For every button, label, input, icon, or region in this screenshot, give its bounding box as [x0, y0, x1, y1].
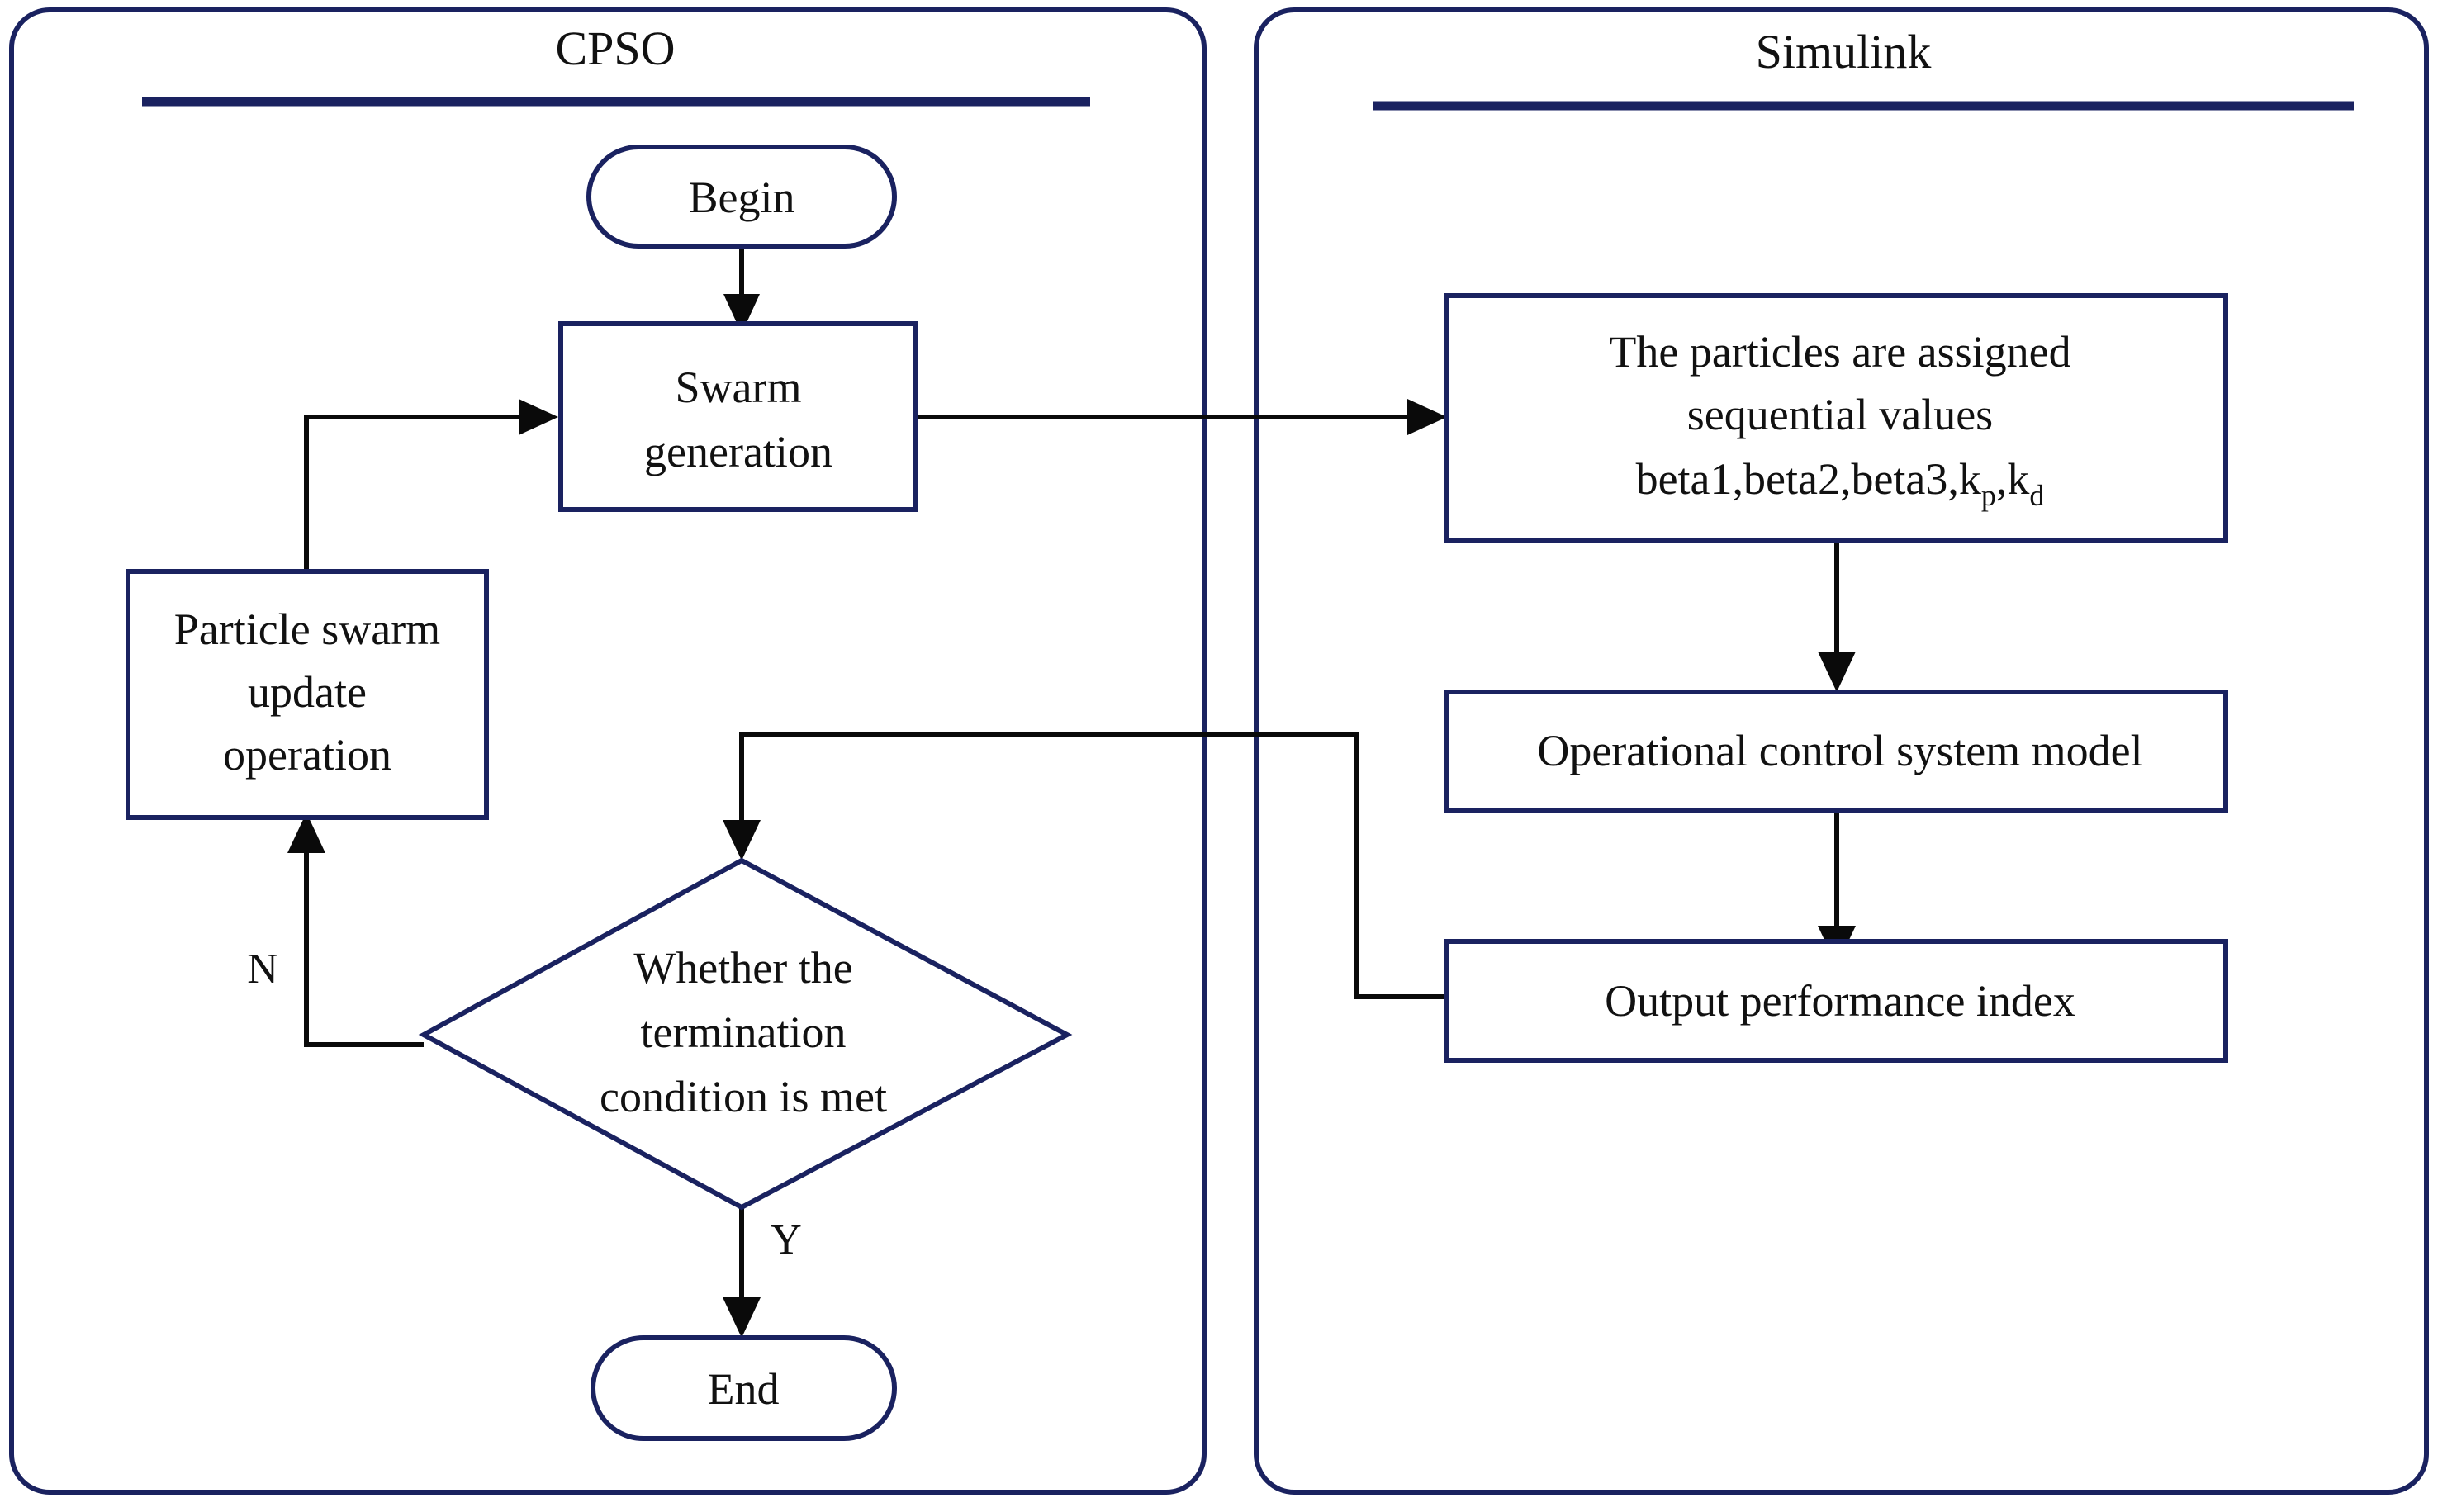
node-begin[interactable]: Begin — [586, 145, 897, 249]
node-output-index[interactable]: Output performance index — [1444, 939, 2228, 1063]
panel-cpso-title: CPSO — [555, 21, 675, 75]
node-output-index-shape[interactable] — [1444, 939, 2228, 1063]
node-assign-values-shape[interactable] — [1444, 293, 2228, 543]
node-assign-values-sub-d: d — [2029, 479, 2044, 512]
node-assign-values-sub-p: p — [1981, 479, 1996, 512]
node-particle-update-label-line3: operation — [223, 730, 391, 780]
node-assign-values-comma-k: ,k — [1996, 454, 2030, 504]
node-swarm-generation-label-line2: generation — [644, 427, 832, 476]
node-end-label: End — [708, 1364, 780, 1414]
node-output-index-label: Output performance index — [1605, 976, 2075, 1026]
node-end-shape[interactable] — [591, 1335, 897, 1441]
panel-simulink-title: Simulink — [1756, 25, 1932, 78]
edge-label-no: N — [247, 946, 278, 993]
node-end[interactable]: End — [591, 1335, 897, 1441]
node-termination-label-line2: termination — [641, 1007, 847, 1057]
node-swarm-generation[interactable]: Swarm generation — [558, 321, 918, 512]
edge-label-yes: Y — [771, 1216, 802, 1263]
node-assign-values-label-line3: beta1,beta2,beta3,kp,kd — [1636, 454, 2045, 512]
node-termination-shape[interactable] — [418, 857, 1073, 1211]
node-termination-label-line3: condition is met — [600, 1072, 887, 1121]
node-swarm-generation-shape[interactable] — [558, 321, 918, 512]
edge-begin-to-swarm-generation — [723, 244, 760, 334]
node-assign-values-label-line1: The particles are assigned — [1609, 327, 2070, 377]
node-termination[interactable]: Whether the termination condition is met — [418, 857, 1073, 1211]
edge-termination-to-end: Y — [723, 1207, 802, 1338]
edge-assign-values-to-control-model — [1818, 541, 1856, 692]
edge-termination-to-particle-update: N — [247, 813, 424, 1047]
node-assign-values[interactable]: The particles are assigned sequential va… — [1444, 293, 2228, 543]
node-control-model-label: Operational control system model — [1537, 726, 2142, 775]
node-particle-update[interactable]: Particle swarm update operation — [126, 569, 489, 820]
node-assign-values-label-line2: sequential values — [1687, 390, 1993, 439]
node-control-model[interactable]: Operational control system model — [1444, 690, 2228, 813]
node-particle-update-label-line2: update — [248, 667, 367, 717]
node-control-model-shape[interactable] — [1444, 690, 2228, 813]
node-particle-update-label-line1: Particle swarm — [174, 604, 440, 654]
node-termination-label-line1: Whether the — [633, 943, 852, 993]
edge-output-index-to-termination — [723, 732, 1450, 999]
edge-particle-update-to-swarm-generation — [304, 399, 558, 571]
node-begin-label: Begin — [689, 173, 795, 222]
node-particle-update-shape[interactable] — [126, 569, 489, 820]
node-swarm-generation-label-line1: Swarm — [676, 363, 802, 412]
node-begin-shape[interactable] — [586, 145, 897, 249]
edge-swarm-generation-to-assign-values — [915, 399, 1447, 435]
node-assign-values-betas: beta1,beta2,beta3,k — [1636, 454, 1981, 504]
